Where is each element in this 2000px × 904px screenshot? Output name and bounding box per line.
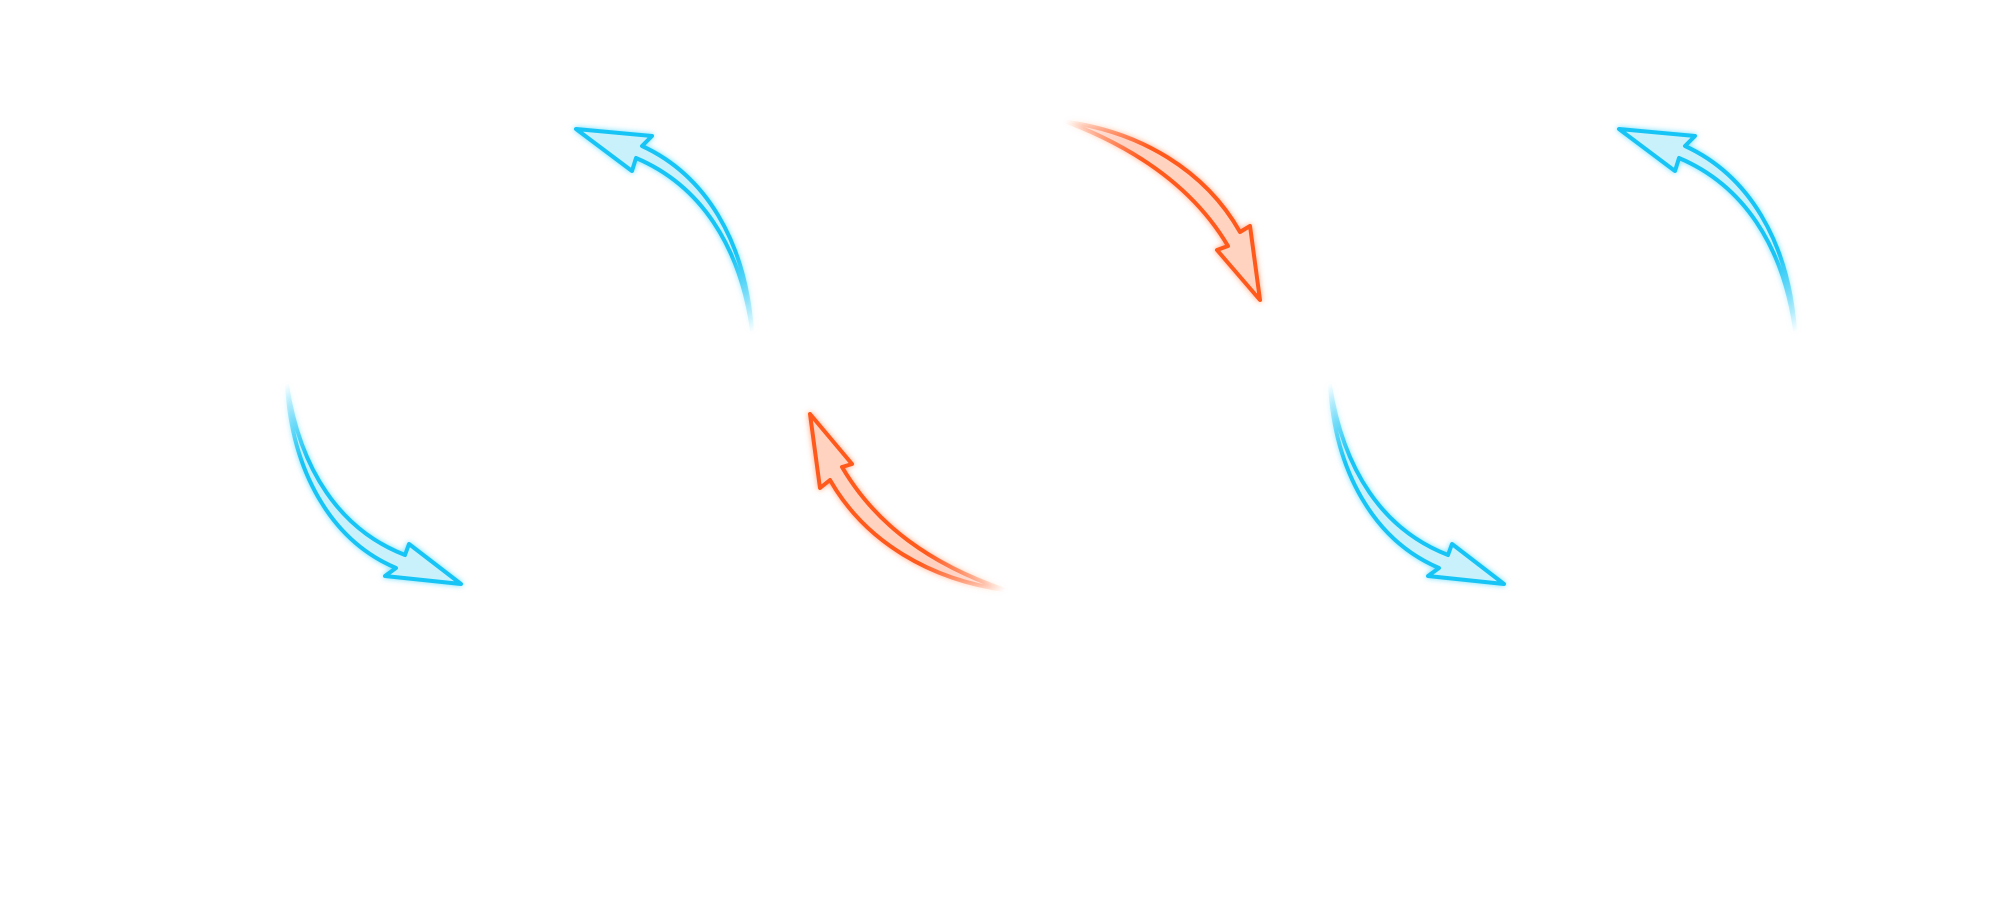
curved-arrow-icon [808,412,1007,592]
orange-arrow-middle-upper [1065,120,1262,302]
curved-arrow-icon [285,383,463,586]
blue-arrow-left-lower [285,383,463,586]
orange-arrow-middle-lower [808,412,1007,592]
curved-arrow-icon [574,127,754,332]
curved-arrow-icon [1065,120,1262,302]
blue-arrow-right-lower [1328,383,1506,586]
blue-arrow-left-upper [574,127,754,332]
curved-arrow-icon [1617,127,1797,332]
blue-arrow-right-upper [1617,127,1797,332]
curved-arrow-icon [1328,383,1506,586]
